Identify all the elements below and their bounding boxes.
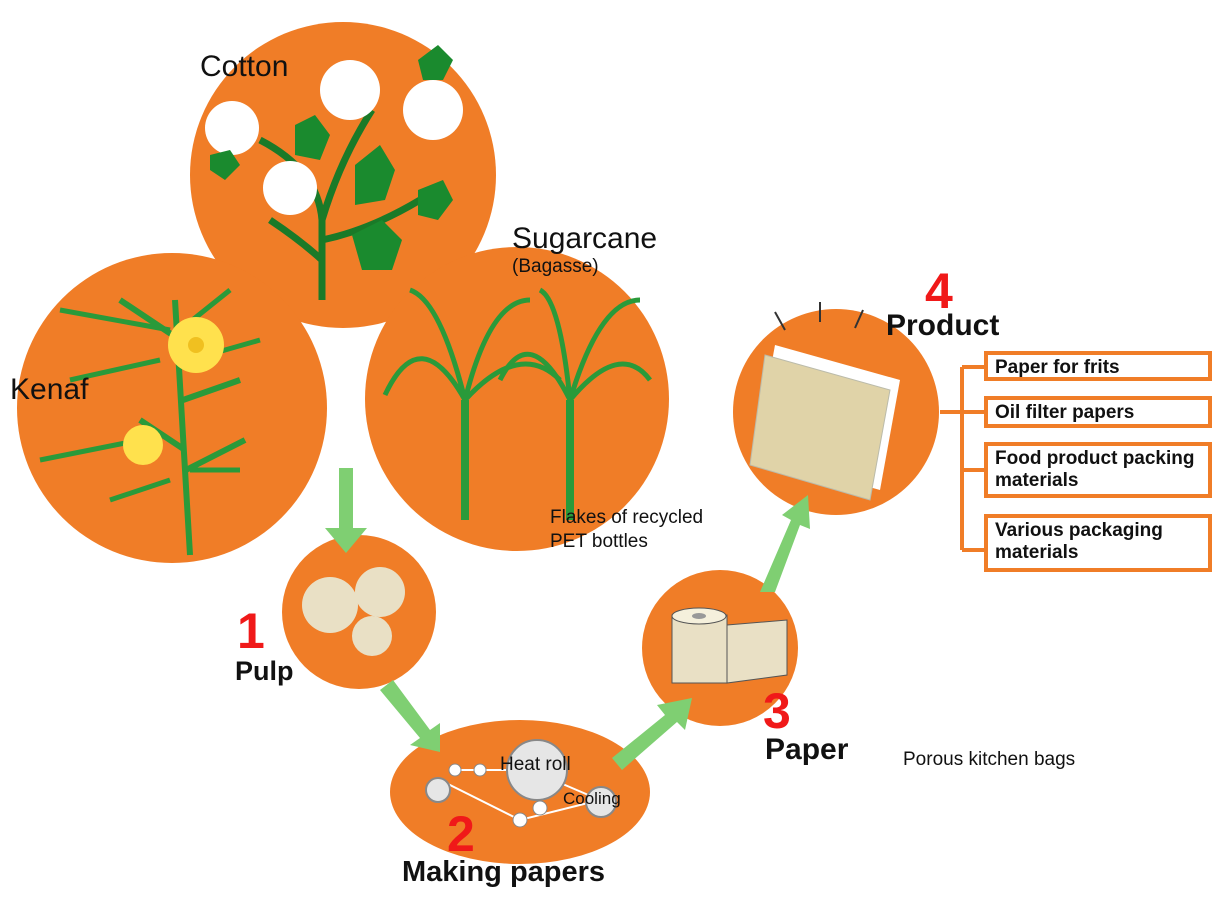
step-3-label: Paper bbox=[765, 733, 848, 767]
kenaf-label: Kenaf bbox=[10, 373, 88, 407]
pet-label-line-2: PET bottles bbox=[550, 530, 703, 554]
porous-kitchen-bags-label: Porous kitchen bags bbox=[903, 749, 1075, 771]
step-1-label: Pulp bbox=[235, 656, 294, 687]
cotton-label: Cotton bbox=[200, 50, 288, 84]
product-item: Food product packing materials bbox=[984, 442, 1212, 498]
pet-label: Flakes of recycled PET bottles bbox=[550, 506, 703, 554]
product-bracket-lines bbox=[940, 367, 986, 550]
step-4-label: Product bbox=[886, 309, 999, 343]
heat-roll-label: Heat roll bbox=[500, 754, 571, 776]
arrow-paper-to-product bbox=[760, 495, 810, 592]
product-item: Oil filter papers bbox=[984, 396, 1212, 428]
kenaf-circle bbox=[17, 253, 327, 563]
arrow-making-to-paper bbox=[612, 698, 692, 770]
bagasse-label: (Bagasse) bbox=[512, 256, 599, 278]
arrow-pulp-to-making bbox=[380, 680, 440, 752]
step-1-number: 1 bbox=[237, 602, 265, 660]
step-2-label: Making papers bbox=[402, 856, 605, 889]
sugarcane-label: Sugarcane bbox=[512, 222, 657, 256]
product-item: Various packaging materials bbox=[984, 514, 1212, 572]
step-3-number: 3 bbox=[763, 682, 791, 740]
step-2-number: 2 bbox=[447, 805, 475, 863]
pet-label-line-1: Flakes of recycled bbox=[550, 506, 703, 530]
cooling-label: Cooling bbox=[563, 789, 621, 809]
product-item: Paper for frits bbox=[984, 351, 1212, 381]
